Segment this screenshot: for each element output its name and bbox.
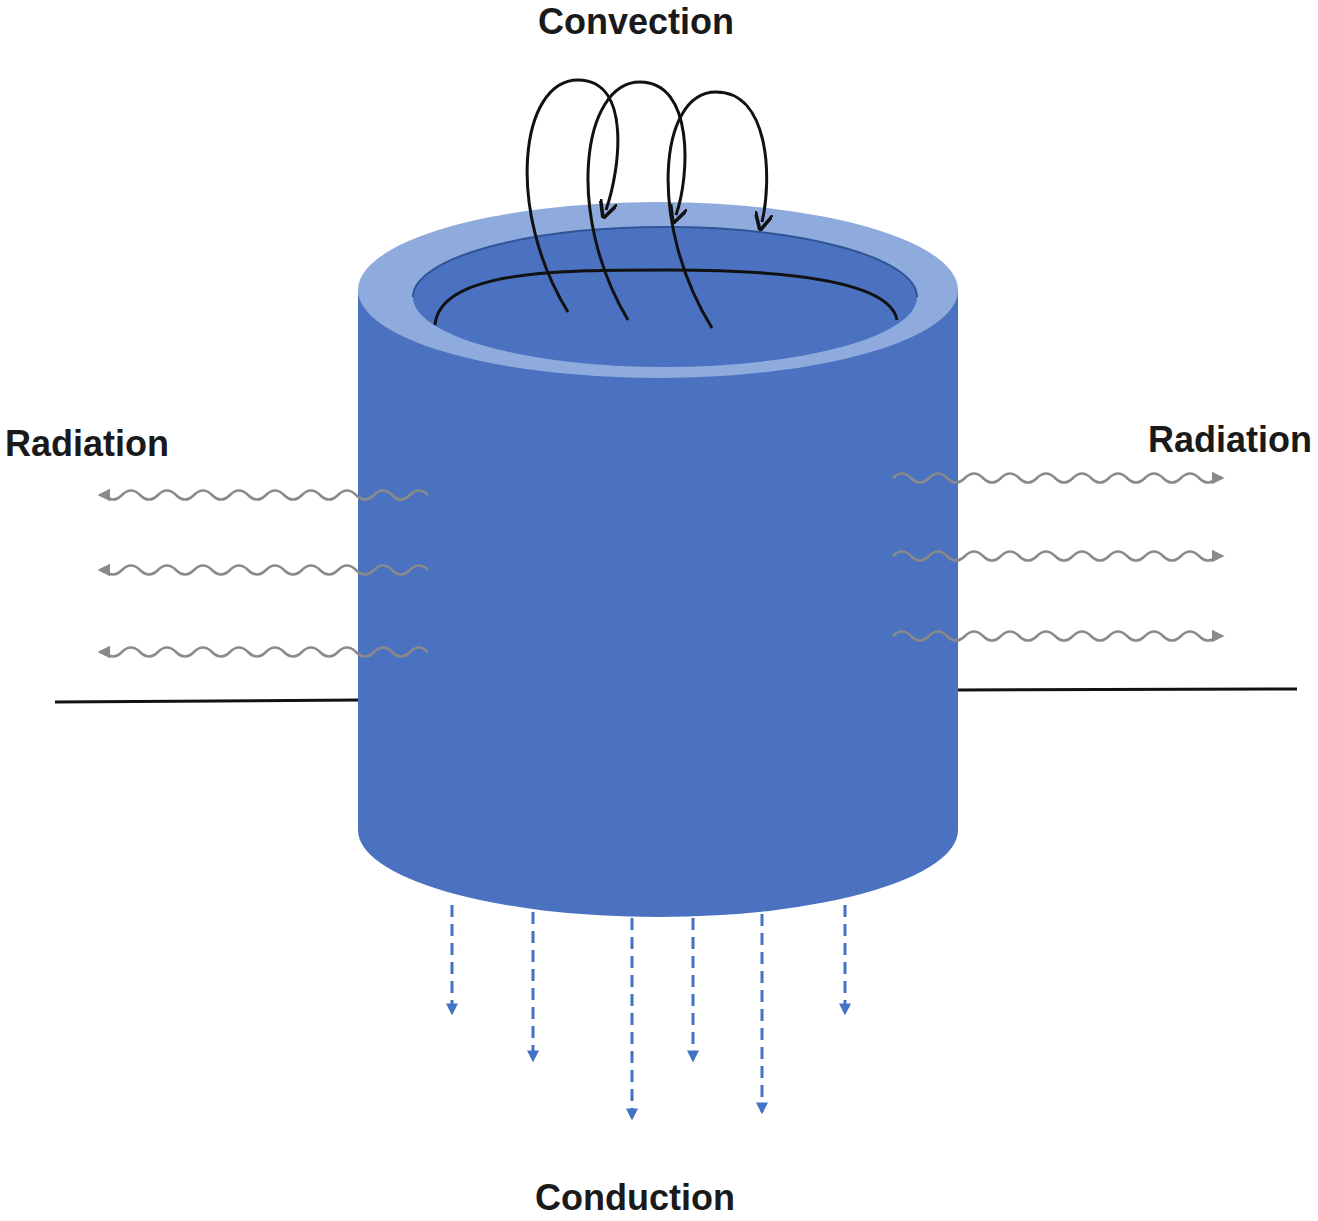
heat-transfer-label: Radiation [5, 424, 169, 464]
radiation-wave [100, 491, 428, 500]
heat-transfer-label: Radiation [1148, 420, 1312, 460]
radiation-wave [893, 632, 1222, 641]
radiation-wave [100, 648, 428, 657]
radiation-wave [100, 566, 428, 575]
convection-loops [527, 80, 767, 328]
ground-line [956, 689, 1297, 690]
radiation-waves [100, 474, 1222, 657]
ground-line [55, 700, 360, 702]
radiation-wave [893, 474, 1222, 483]
cylinder-container [358, 202, 958, 917]
radiation-wave [893, 552, 1222, 561]
conduction-arrows [452, 905, 845, 1118]
heat-transfer-label: Convection [538, 2, 734, 42]
heat-transfer-label: Conduction [535, 1178, 735, 1218]
